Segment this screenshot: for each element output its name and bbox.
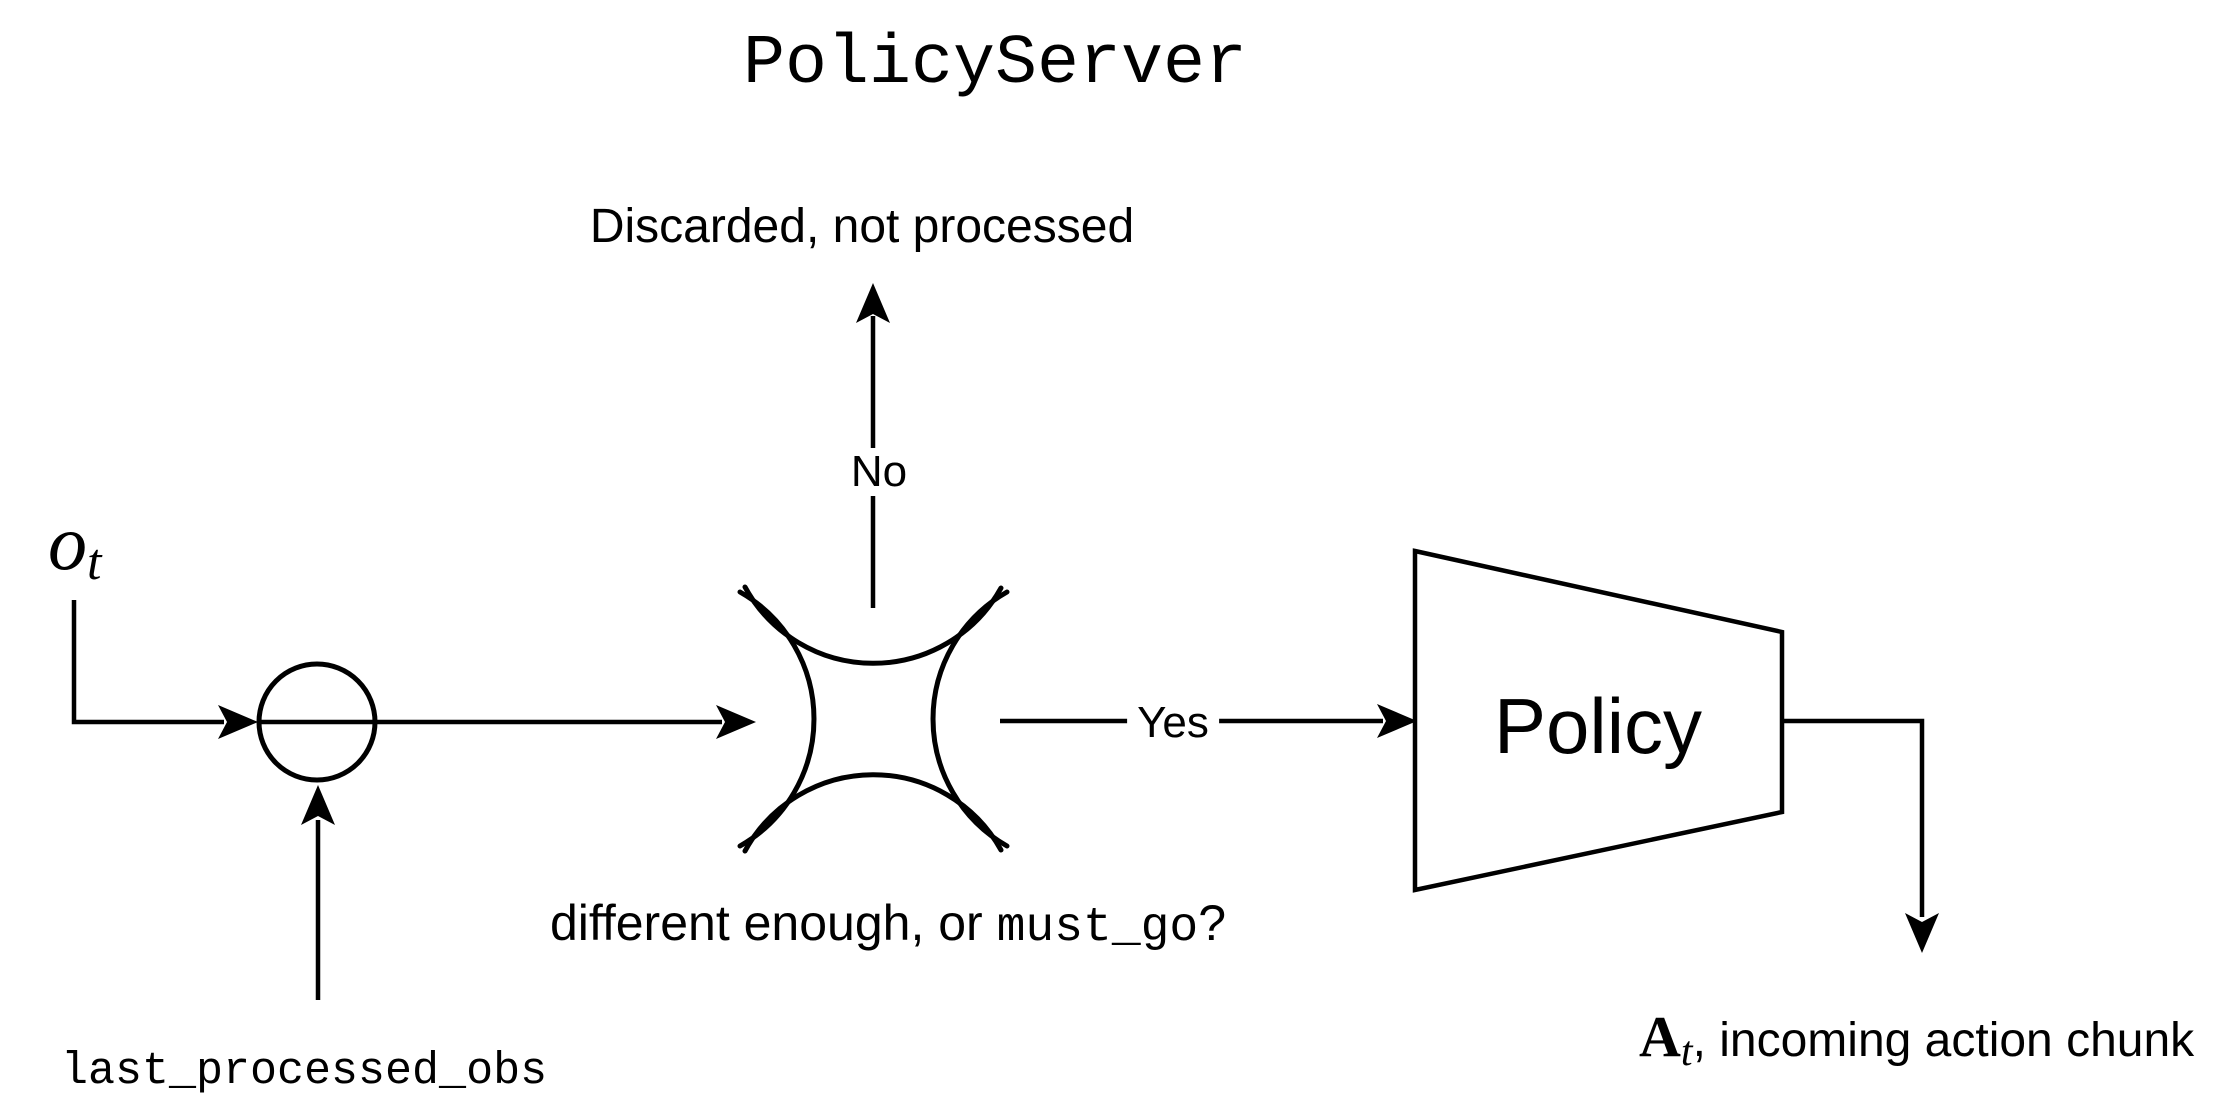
decision-question: different enough, or must_go? xyxy=(550,898,1226,952)
decision-star-top-arc xyxy=(742,584,1004,666)
decision-question-prefix: different enough, or xyxy=(549,895,997,951)
comparator-circle xyxy=(256,661,378,783)
action-symbol: A xyxy=(1639,1004,1681,1069)
decision-star-right-arc xyxy=(930,589,1010,849)
policy-trapezoid xyxy=(1412,548,1785,893)
observation-symbol-main: o xyxy=(48,499,87,586)
edge-policy-output xyxy=(1782,718,1925,917)
arrowhead-into-comparator-bottom xyxy=(301,785,335,825)
page-title: PolicyServer xyxy=(742,25,1248,104)
observation-symbol: ot xyxy=(48,504,101,589)
arrowhead-no-branch xyxy=(856,283,890,323)
arrowhead-into-policy xyxy=(1377,704,1417,738)
decision-question-code: must_go xyxy=(996,901,1199,955)
decision-star-left-arc xyxy=(737,589,817,849)
discarded-outcome-label: Discarded, not processed xyxy=(589,200,1135,253)
edge-observation-to-comparator xyxy=(71,600,224,725)
last-processed-obs-label: last_processed_obs xyxy=(61,1046,548,1097)
arrowhead-output-down xyxy=(1905,913,1939,953)
edge-observation-line xyxy=(71,600,224,725)
decision-star xyxy=(737,584,1010,854)
action-symbol-subscript: t xyxy=(1680,1029,1693,1075)
action-description: , incoming action chunk xyxy=(1692,1014,2195,1067)
action-chunk-label: At, incoming action chunk xyxy=(1639,1008,2195,1074)
arrowhead-into-comparator xyxy=(218,705,258,739)
decision-star-bottom-arc xyxy=(742,772,1004,854)
yes-branch-label: Yes xyxy=(1127,699,1219,747)
decision-question-suffix: ? xyxy=(1198,895,1227,951)
policy-label: Policy xyxy=(1493,682,1703,770)
arrowhead-into-decision xyxy=(716,705,756,739)
observation-symbol-subscript: t xyxy=(87,534,102,591)
no-branch-label: No xyxy=(840,448,918,496)
